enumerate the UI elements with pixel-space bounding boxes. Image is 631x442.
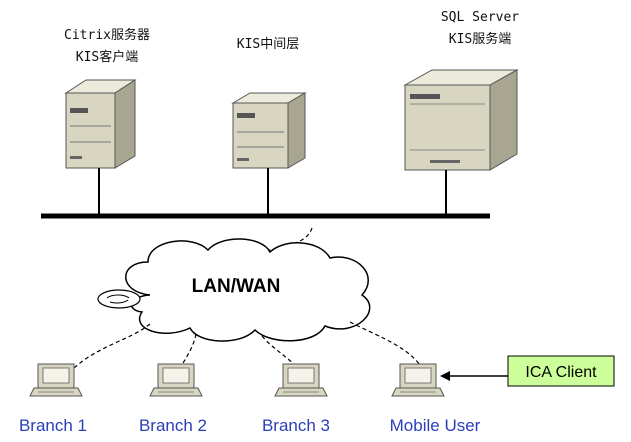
server-3-label-line2: KIS服务端	[449, 31, 511, 47]
client-label-mobile-user: Mobile User	[390, 416, 481, 435]
ica-client-box	[507, 355, 615, 387]
server-3-label-line1: SQL Server	[441, 10, 519, 25]
client-label-branch-2: Branch 2	[139, 416, 207, 435]
client-label-branch-3: Branch 3	[262, 416, 330, 435]
laptop-icon	[149, 363, 203, 397]
client-label-branch-1: Branch 1	[19, 416, 87, 435]
server-1-label-line1: Citrix服务器	[64, 27, 150, 43]
server-1-icon	[64, 79, 137, 169]
laptop-icon	[29, 363, 83, 397]
cloud-to-mobile-link	[349, 321, 421, 366]
ica-client-label: ICA Client	[525, 364, 597, 381]
laptop-icon	[274, 363, 328, 397]
server-2-label: KIS中间层	[237, 37, 299, 52]
server-1-label-line2: KIS客户端	[76, 49, 138, 65]
laptop-icon	[391, 363, 445, 397]
network-label: LAN/WAN	[192, 276, 281, 297]
cloud-to-branch-1-link	[73, 323, 151, 369]
cloud-to-branch-2-link	[179, 333, 197, 369]
server-3-icon	[403, 69, 519, 171]
arrow-head-icon	[440, 371, 450, 381]
server-2-icon	[231, 92, 307, 169]
cloud-icon	[97, 238, 371, 342]
